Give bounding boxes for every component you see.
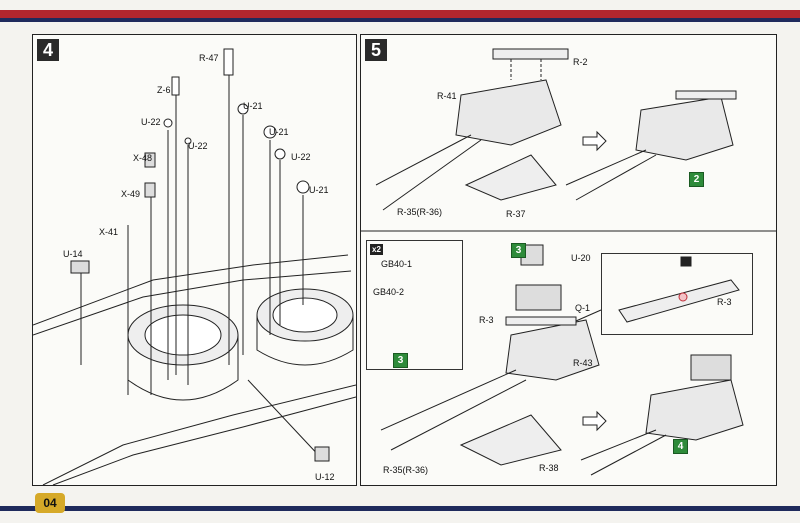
part-label: X-41 <box>99 227 119 237</box>
part-label: R-47 <box>199 53 219 63</box>
step-4-drawing <box>33 48 356 485</box>
page-number: 04 <box>35 493 65 513</box>
part-label: R-35(R-36) <box>383 465 429 475</box>
header-navy-stripe <box>0 18 800 22</box>
step-reference-badge: 2 <box>689 172 704 187</box>
part-label: U-20 <box>571 253 591 263</box>
step-reference-badge: 3 <box>511 243 526 258</box>
footer-navy-stripe <box>0 506 800 511</box>
step-5-panel: 5 <box>360 34 777 486</box>
gb40-inset <box>366 240 463 370</box>
part-label: U-12 <box>315 472 335 482</box>
footer-band <box>0 493 800 523</box>
part-label: Q-1 <box>575 303 591 313</box>
part-label: Z-6 <box>157 85 171 95</box>
part-label: R-35(R-36) <box>397 207 443 217</box>
part-label: U-14 <box>63 249 83 259</box>
part-label: X-48 <box>133 153 153 163</box>
part-label: R-43 <box>573 358 593 368</box>
step-4-number: 4 <box>37 39 59 61</box>
part-label: U-21 <box>309 185 329 195</box>
part-label: R-2 <box>573 57 588 67</box>
part-label: R-3 <box>717 297 732 307</box>
step-reference-badge: 3 <box>393 353 408 368</box>
step-5-drawing <box>361 48 776 476</box>
part-label: U-21 <box>243 101 263 111</box>
header-band <box>0 0 800 24</box>
part-label: R-3 <box>479 315 494 325</box>
part-label: U-21 <box>269 127 289 137</box>
r3-detail-drawing <box>618 256 740 323</box>
step-reference-badge: 4 <box>673 439 688 454</box>
part-label: GB40-2 <box>373 287 405 297</box>
quantity-badge: x2 <box>370 244 383 255</box>
part-label: U-22 <box>291 152 311 162</box>
part-label: X-49 <box>121 189 141 199</box>
part-label: R-41 <box>437 91 457 101</box>
part-label: GB40-1 <box>381 259 413 269</box>
part-label: U-22 <box>188 141 208 151</box>
part-label: U-22 <box>141 117 161 127</box>
header-red-stripe <box>0 10 800 18</box>
step-5-number: 5 <box>365 39 387 61</box>
part-label: R-37 <box>506 209 526 219</box>
step-4-panel: 4 <box>32 34 357 486</box>
part-label: R-38 <box>539 463 559 473</box>
